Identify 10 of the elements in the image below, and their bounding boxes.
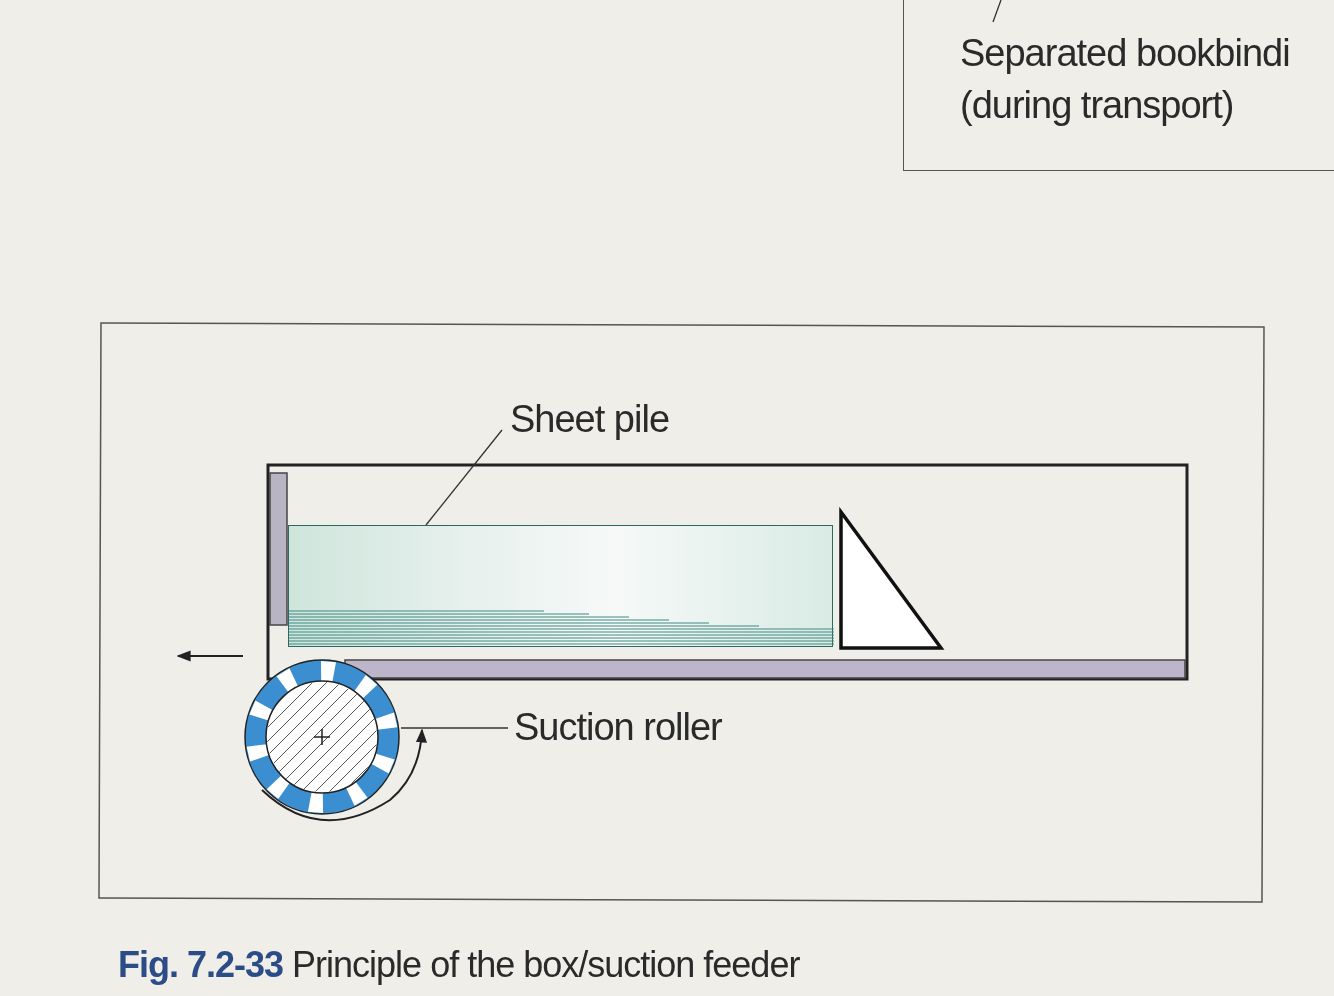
- figure-label: Separated bookbindi (during transport): [960, 31, 1291, 128]
- leader-line: [992, 0, 1002, 23]
- leader-line: [400, 727, 509, 729]
- suction-roller-drawing: [242, 657, 402, 817]
- sheet-pile-drawing: [288, 525, 833, 647]
- part-label: Suction roller: [514, 706, 722, 749]
- figure-caption: Fig. 7.2-33 Principle of the box/suction feeder: [118, 944, 800, 986]
- part-label: Sheet pile: [510, 398, 669, 441]
- leader-line: [425, 429, 503, 526]
- figure-callout-box: [903, 0, 1334, 171]
